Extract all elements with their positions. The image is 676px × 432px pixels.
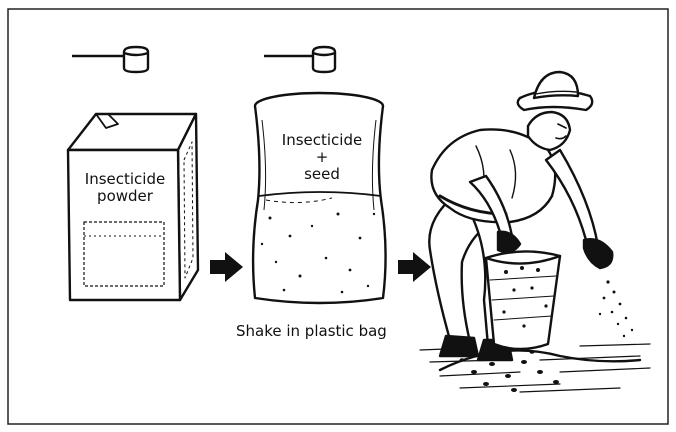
box-label: Insecticide powder [73, 171, 177, 205]
bag-label-line-1: Insecticide [262, 132, 382, 149]
plastic-bag [253, 93, 385, 303]
measuring-scoop-icon [264, 47, 335, 72]
insecticide-box [68, 114, 198, 300]
caption: Shake in plastic bag [236, 323, 406, 340]
bag-label-line-3: seed [262, 166, 382, 183]
farmer-figure [420, 72, 650, 392]
box-label-line-1: Insecticide [73, 171, 177, 188]
bag-label-line-2: + [262, 149, 382, 166]
arrow-right-icon [398, 252, 431, 282]
arrow-right-icon [210, 252, 243, 282]
measuring-scoop-icon [72, 47, 148, 72]
box-label-line-2: powder [73, 188, 177, 205]
bag-label: Insecticide + seed [262, 132, 382, 183]
